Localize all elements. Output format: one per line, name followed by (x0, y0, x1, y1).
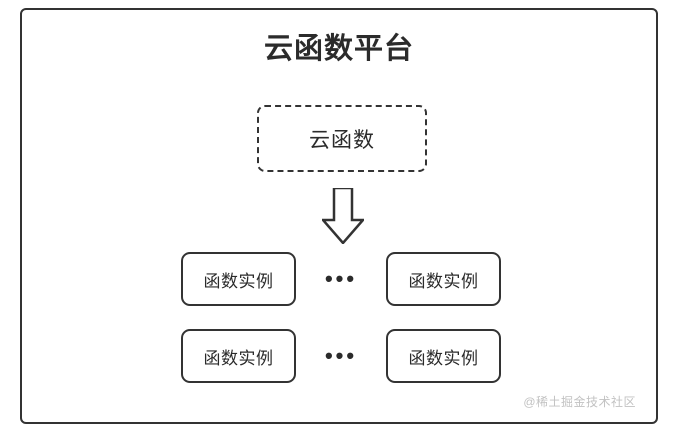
instance-grid: 函数实例 ••• 函数实例 函数实例 ••• 函数实例 (22, 252, 660, 383)
function-instance-label: 函数实例 (408, 271, 479, 291)
instance-row: 函数实例 ••• 函数实例 (22, 252, 660, 306)
function-instance-label: 函数实例 (408, 348, 479, 368)
instance-row: 函数实例 ••• 函数实例 (22, 329, 660, 383)
function-instance-box: 函数实例 (386, 252, 501, 306)
function-instance-label: 函数实例 (203, 348, 274, 368)
ellipsis-separator: ••• (324, 343, 358, 368)
ellipsis-separator: ••• (324, 266, 358, 291)
cloud-function-label: 云函数 (309, 128, 375, 152)
watermark: @稀土掘金技术社区 (523, 395, 636, 409)
page-title: 云函数平台 (263, 33, 414, 65)
function-instance-box: 函数实例 (181, 329, 296, 383)
function-instance-box: 函数实例 (386, 329, 501, 383)
cloud-function-node: 云函数 (257, 105, 427, 172)
down-arrow-icon (320, 186, 366, 245)
function-instance-box: 函数实例 (181, 252, 296, 306)
function-instance-label: 函数实例 (203, 271, 274, 291)
platform-container: 云函数平台 云函数 函数实例 ••• 函数实例 函数实例 ••• 函数实例 (20, 8, 658, 424)
